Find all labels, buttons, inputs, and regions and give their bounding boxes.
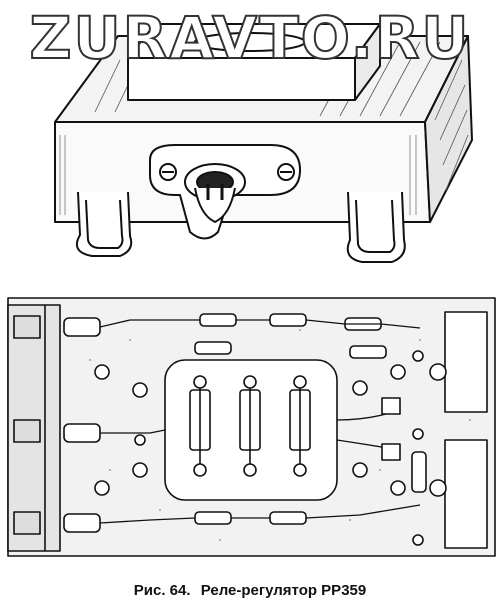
watermark-logo: ZURAVTO.RU [28,3,471,73]
internal-view [7,297,496,557]
exterior-view [54,23,473,263]
figure-number: Рис. 64. [133,582,191,599]
figure-title: Реле-регулятор РР359 [200,582,367,599]
figure-caption: Рис. 64. Реле-регулятор РР359 [0,582,500,599]
